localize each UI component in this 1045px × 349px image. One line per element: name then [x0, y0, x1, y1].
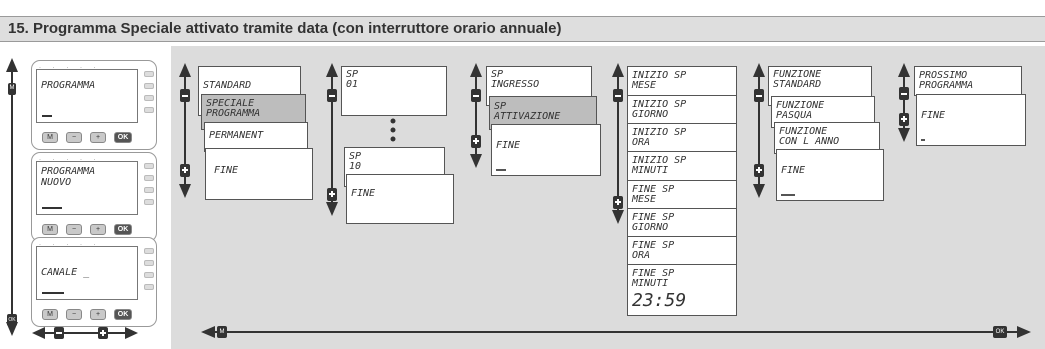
section-header: 15. Programma Speciale attivato tramite …	[0, 16, 1045, 42]
lcd-progress-bar	[42, 292, 64, 294]
lcd-dots: · · · · ·	[39, 65, 101, 71]
lcd-screen: · · · · · CANALE _	[36, 242, 138, 300]
menu-card-fine[interactable]: FINE	[205, 148, 313, 200]
m-marker-icon: M	[219, 329, 225, 335]
card-text: FUNZIONE STANDARD	[773, 69, 822, 90]
side-button[interactable]	[144, 163, 154, 169]
ok-key-button[interactable]: OK	[114, 224, 132, 235]
left-panel: M OK · · · · · PROGRAMMA M − + OK · · · …	[0, 46, 168, 349]
ok-marker-icon: OK	[995, 329, 1005, 335]
card-text: INIZIO SP MINUTI	[632, 155, 687, 176]
card-text: INIZIO SP ORA	[632, 127, 687, 148]
device-panel-programma: · · · · · PROGRAMMA M − + OK	[31, 60, 157, 150]
minus-key-button[interactable]: −	[66, 224, 82, 235]
menu-card-funzione-anno[interactable]: FUNZIONE CON L ANNO	[774, 122, 880, 154]
lcd-progress-bar	[921, 139, 925, 141]
navigation-arrows	[179, 63, 1031, 338]
card-text: FUNZIONE PASQUA	[776, 100, 825, 121]
menu-card-fine[interactable]: FINE	[346, 174, 454, 224]
menu-card-inizio-giorno[interactable]: INIZIO SP GIORNO	[627, 95, 737, 124]
menu-card-fine[interactable]: FINE	[916, 94, 1026, 146]
card-text: STANDARD	[203, 80, 252, 91]
plus-key-button[interactable]: +	[90, 224, 106, 235]
ok-key-button[interactable]: OK	[114, 309, 132, 320]
card-text: SPECIALE PROGRAMMA	[206, 98, 261, 119]
card-text: SP 10	[349, 151, 362, 172]
m-marker-icon: M	[9, 85, 15, 91]
side-button[interactable]	[144, 187, 154, 193]
lcd-text: PROGRAMMA	[41, 80, 96, 91]
card-text: INIZIO SP MESE	[632, 70, 687, 91]
plus-key-button[interactable]: +	[90, 309, 106, 320]
card-text: FUNZIONE CON L ANNO	[779, 126, 840, 147]
card-text: PROSSIMO PROGRAMMA	[919, 70, 974, 91]
side-button[interactable]	[144, 284, 154, 290]
card-text: FINE SP MESE	[632, 184, 675, 205]
main-diagram-panel: M OK STANDARD SPECIALE PROGRAMMA PERMANE…	[171, 46, 1045, 349]
menu-card-fine-ora[interactable]: FINE SP ORA	[627, 236, 737, 265]
menu-card-fine-mese[interactable]: FINE SP MESE	[627, 180, 737, 209]
lcd-text: CANALE _	[41, 267, 90, 278]
lcd-screen: · · · · · PROGRAMMA	[36, 65, 138, 123]
device-panel-programma-nuovo: · · · · · PROGRAMMA NUOVO M − + OK	[31, 152, 157, 242]
card-text: SP 01	[346, 69, 359, 90]
side-button[interactable]	[144, 260, 154, 266]
section-title: 15. Programma Speciale attivato tramite …	[8, 20, 562, 37]
side-button[interactable]	[144, 71, 154, 77]
time-display: 23:59	[632, 290, 687, 311]
lcd-progress-bar	[42, 207, 62, 209]
card-text: FINE	[214, 165, 239, 176]
card-text: INIZIO SP GIORNO	[632, 99, 687, 120]
plus-key-button[interactable]: +	[90, 132, 106, 143]
m-key-button[interactable]: M	[42, 132, 58, 143]
side-button[interactable]	[144, 95, 154, 101]
side-button[interactable]	[144, 107, 154, 113]
card-text: FINE	[496, 140, 521, 151]
lcd-dots: · · · · ·	[39, 157, 101, 163]
side-button[interactable]	[144, 199, 154, 205]
card-text: SP INGRESSO	[491, 69, 540, 90]
lcd-dots: · · · · ·	[39, 242, 101, 248]
menu-card-inizio-mese[interactable]: INIZIO SP MESE	[627, 66, 737, 96]
card-text: FINE	[921, 110, 946, 121]
ok-key-button[interactable]: OK	[114, 132, 132, 143]
device-panel-canale: · · · · · CANALE _ M − + OK	[31, 237, 157, 327]
card-text: FINE	[781, 165, 806, 176]
menu-card-sp01[interactable]: SP 01	[341, 66, 447, 116]
menu-card-permanent[interactable]: PERMANENT	[204, 122, 308, 152]
lcd-progress-bar	[42, 115, 52, 117]
menu-card-fine[interactable]: FINE	[776, 149, 884, 201]
minus-key-button[interactable]: −	[66, 132, 82, 143]
card-text: FINE	[351, 188, 376, 199]
lcd-progress-bar	[496, 169, 506, 171]
side-button[interactable]	[144, 175, 154, 181]
menu-card-inizio-ora[interactable]: INIZIO SP ORA	[627, 123, 737, 152]
card-text: FINE SP MINUTI	[632, 268, 675, 289]
menu-card-fine-minuti[interactable]: FINE SP MINUTI 23:59	[627, 264, 737, 316]
lcd-screen: · · · · · PROGRAMMA NUOVO	[36, 157, 138, 215]
minus-key-button[interactable]: −	[66, 309, 82, 320]
lcd-text: PROGRAMMA NUOVO	[41, 166, 96, 188]
menu-card-inizio-minuti[interactable]: INIZIO SP MINUTI	[627, 151, 737, 181]
card-text: FINE SP ORA	[632, 240, 675, 261]
menu-card-fine[interactable]: FINE	[491, 124, 601, 176]
card-text: SP ATTIVAZIONE	[494, 101, 561, 122]
side-button[interactable]	[144, 272, 154, 278]
lcd-progress-bar	[781, 194, 795, 196]
menu-card-prossimo[interactable]: PROSSIMO PROGRAMMA	[914, 66, 1022, 96]
card-text: FINE SP GIORNO	[632, 212, 675, 233]
side-button[interactable]	[144, 248, 154, 254]
m-key-button[interactable]: M	[42, 224, 58, 235]
side-button[interactable]	[144, 83, 154, 89]
card-text: PERMANENT	[209, 130, 264, 141]
ok-marker-icon: OK	[7, 314, 17, 326]
menu-card-fine-giorno[interactable]: FINE SP GIORNO	[627, 208, 737, 237]
m-key-button[interactable]: M	[42, 309, 58, 320]
